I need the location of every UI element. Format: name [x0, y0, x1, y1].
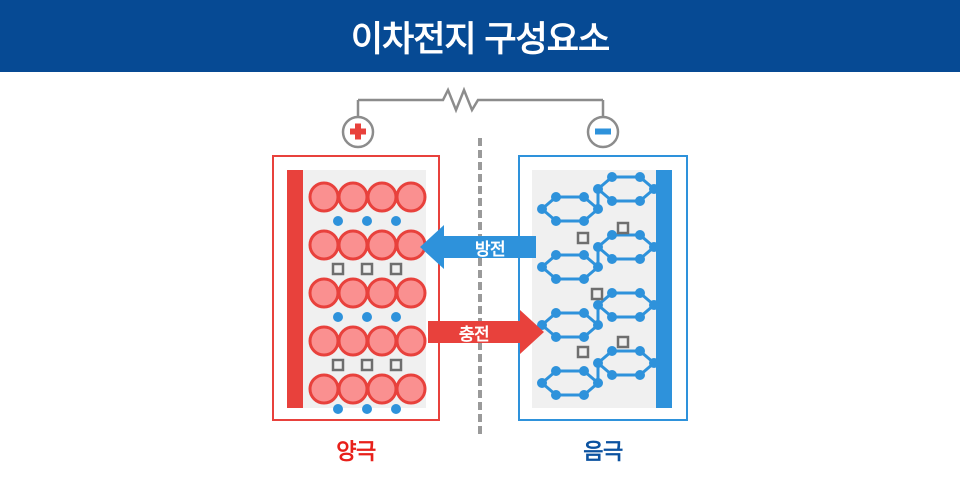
- header-banner: 이차전지 구성요소: [0, 0, 960, 72]
- discharge-arrow-shape: [420, 225, 536, 269]
- charge-arrow: 충전: [428, 310, 544, 354]
- cathode-particle-row: [308, 277, 427, 309]
- discharge-arrow: 방전: [420, 225, 536, 269]
- cathode-particle-row: [308, 181, 427, 213]
- charge-arrow-shape: [428, 310, 544, 354]
- cathode-ion-row: [333, 404, 401, 414]
- cathode-caption: 양극: [336, 439, 376, 464]
- resistor-icon: [438, 86, 484, 114]
- cathode-current-collector: [287, 170, 303, 408]
- anode-square-markers: [576, 221, 630, 359]
- cathode-particle-row: [308, 325, 427, 357]
- cathode-particle-row: [308, 229, 427, 261]
- anode-current-collector: [656, 170, 672, 408]
- cathode-active-material: [308, 181, 427, 414]
- external-circuit: [341, 86, 620, 149]
- anode-caption: 음극: [583, 439, 623, 464]
- plus-icon-vertical: [355, 123, 361, 140]
- cathode-ion-row: [333, 216, 401, 226]
- separator-line: [478, 138, 482, 434]
- lattice-nodes: [537, 172, 659, 400]
- minus-icon: [595, 128, 611, 135]
- page-title: 이차전지 구성요소: [350, 19, 610, 59]
- cathode-square-row: [331, 262, 403, 276]
- cathode-panel: [272, 155, 440, 421]
- anode-panel: [518, 155, 688, 421]
- cathode-ion-row: [333, 312, 401, 322]
- cathode-particle-row: [308, 373, 427, 405]
- anode-graphite-lattice: [537, 172, 659, 400]
- cathode-square-row: [331, 358, 403, 372]
